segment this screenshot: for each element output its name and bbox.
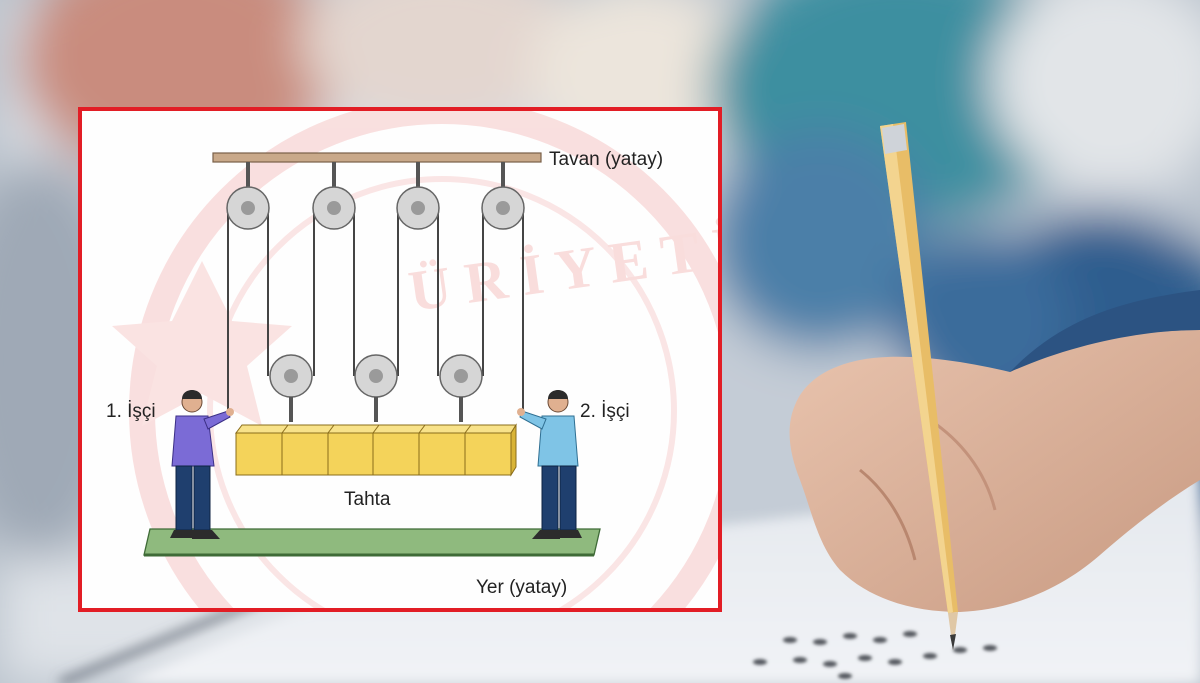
pulley-icon: [481, 186, 525, 230]
ground-label: Yer (yatay): [476, 577, 567, 598]
pulley-icon: [354, 354, 398, 422]
ground: [143, 528, 601, 557]
answer-sheet-icon: [753, 631, 997, 679]
pulley-icon: [226, 186, 270, 230]
worker-1-figure: [170, 390, 234, 539]
board-label: Tahta: [344, 489, 391, 510]
worker-2-label: 2. İşçi: [580, 401, 630, 422]
pulley-icon: [312, 186, 356, 230]
ceiling-bar: [212, 152, 542, 163]
pencil-icon: [880, 122, 958, 650]
worker-2-figure: [517, 390, 582, 539]
diagram-card: Ü R İ Y E T İ: [78, 107, 722, 612]
lower-pulleys: [269, 354, 483, 422]
pulley-icon: [439, 354, 483, 422]
pulley-icon: [396, 186, 440, 230]
pulley-icon: [269, 354, 313, 422]
upper-pulleys: [226, 186, 525, 230]
hand-icon: [789, 290, 1200, 612]
svg-text:Ü R İ Y E T İ: Ü R İ Y E T İ: [405, 214, 718, 324]
ceiling-label: Tavan (yatay): [549, 149, 663, 170]
board: [235, 423, 517, 477]
worker-1-label: 1. İşçi: [106, 401, 156, 422]
pulley-diagram: Ü R İ Y E T İ: [106, 111, 718, 608]
